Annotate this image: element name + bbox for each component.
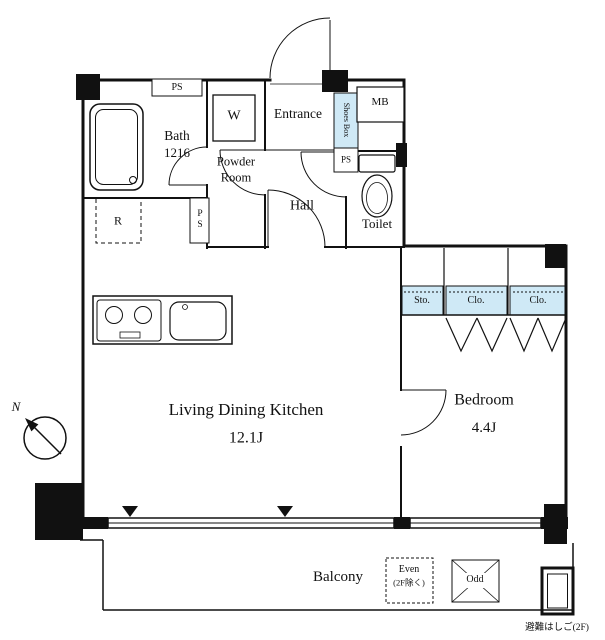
toilet-icon [358,154,396,218]
entrance-label: Entrance [274,105,322,121]
powder-room-label-2: Room [220,170,252,185]
bottom-wall [82,506,568,529]
bath-size-label: 1216 [164,145,190,161]
meter-box-label: MB [371,96,389,109]
escape-hatch-icon [540,566,575,616]
service-boxes [95,78,405,244]
even-partition-label: Even [398,563,420,575]
shoes-box-area [333,92,359,149]
bathtub-icon [89,103,144,191]
washing-machine-label: W [227,108,241,124]
closet-left-label: Clo. [467,294,485,306]
ldk-size-label: 12.1J [228,429,264,447]
ps-top-box [151,78,203,97]
stove-icon [96,299,162,342]
ldk-window [107,517,395,529]
balcony-label: Balcony [313,569,363,586]
bath-door-arc [168,146,208,186]
closet-right-label: Clo. [529,294,547,306]
sink-icon [169,301,227,341]
ps-top-label: PS [171,81,183,93]
kitchen-counter-icon [92,295,233,345]
odd-partition-box [451,559,500,603]
hall-label: Hall [289,198,315,214]
storage-area [401,285,444,316]
escape-hatch-label: 避難はしご(2F) [525,623,589,634]
bedroom-window [409,517,542,529]
toilet-label: Toilet [361,216,393,232]
ps-hall-box [189,197,210,244]
window-marker-icon [122,506,138,517]
shoes-box-label: Shoes Box [342,102,352,138]
even-partition-box [385,557,434,604]
thin-lines [265,83,566,316]
odd-partition-label: Odd [463,573,487,587]
ps-hall-label: PS [194,209,205,231]
meter-box [356,86,405,123]
storage-fills [333,92,567,316]
ldk-door-arc [267,189,326,248]
closet-folding-doors [445,317,567,353]
refrigerator-label: R [113,213,123,228]
refrigerator-space [95,197,142,244]
even-partition-note: (2F除く) [393,577,425,588]
bath-label: Bath [164,127,190,143]
ps-entrance-box [333,147,359,173]
bedroom-label: Bedroom [454,391,514,409]
washing-machine-icon [212,94,256,142]
door-swings [168,17,447,436]
entrance-door-arc [269,17,331,79]
toilet-door-arc [300,151,347,198]
powder-door-arc [219,149,266,196]
window-marker-icon [277,506,293,517]
compass-north-label: N [11,399,21,415]
north-compass-icon [23,416,67,460]
powder-room-label-1: Powder [216,154,256,169]
ldk-label: Living Dining Kitchen [168,400,324,420]
ps-entrance-label: PS [340,154,352,165]
storage-label: Sto. [414,294,430,306]
bedroom-door-arc [400,389,447,436]
pillars [35,70,567,544]
bedroom-size-label: 4.4J [471,420,497,437]
